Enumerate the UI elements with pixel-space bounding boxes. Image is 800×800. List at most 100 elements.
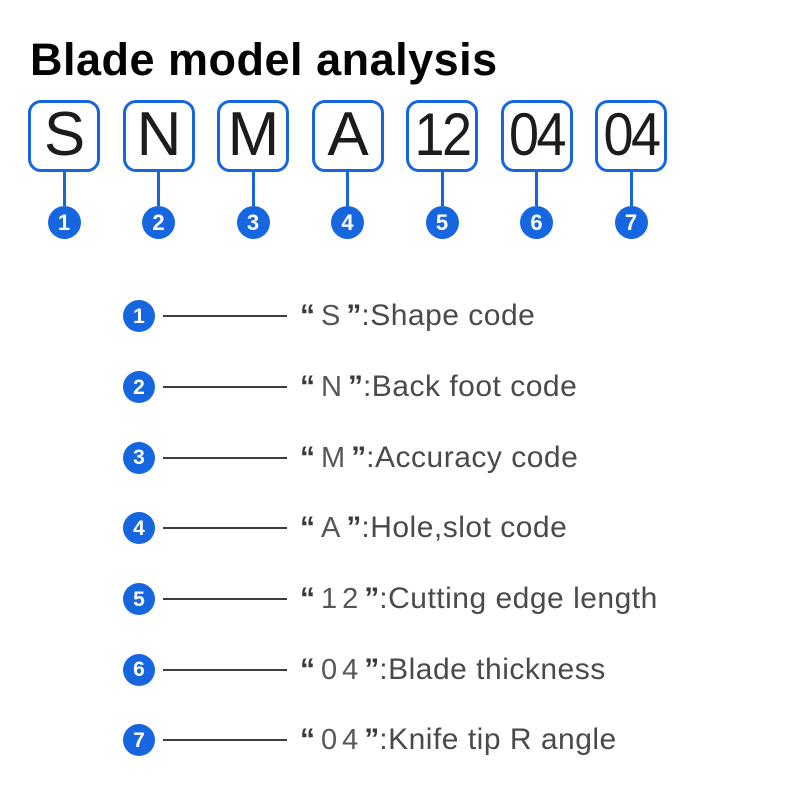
connector-line-1 [62, 172, 66, 206]
close-quote: ” [347, 370, 363, 404]
colon: : [379, 582, 389, 616]
open-quote: “ [300, 582, 315, 616]
segment-2: N 2 [122, 100, 195, 239]
open-quote: “ [300, 440, 315, 474]
legend-row-6: 6 “04”:Blade thickness [123, 634, 658, 705]
number-badge-5: 5 [425, 206, 459, 239]
open-quote: “ [300, 511, 315, 545]
badge-number: 7 [133, 728, 145, 752]
open-quote: “ [300, 370, 315, 404]
badge-number: 6 [530, 209, 543, 235]
code-char-7: 04 [603, 101, 661, 169]
legend-row-2: 2 “N”:Back foot code [123, 352, 658, 423]
code-box-7: 04 [595, 100, 667, 172]
legend-description-1: Shape code [370, 299, 536, 333]
code-box-4: A [311, 100, 384, 172]
badge-number: 1 [133, 304, 145, 328]
legend-text-5: “12”:Cutting edge length [300, 584, 658, 614]
connector-line-6 [535, 172, 538, 206]
connector-line-7 [629, 172, 633, 206]
legend: 1 “S”:Shape code 2 “N”:Back foot code 3 … [123, 281, 658, 776]
legend-badge-1: 1 [123, 300, 155, 333]
leader-line-1 [163, 315, 287, 318]
page-title: Blade model analysis [30, 34, 498, 85]
legend-text-2: “N”:Back foot code [300, 372, 577, 402]
code-char-6: 04 [508, 101, 567, 169]
legend-code-6: 04 [321, 653, 364, 686]
legend-badge-7: 7 [123, 724, 155, 757]
connector-line-2 [157, 172, 160, 206]
legend-row-3: 3 “M”:Accuracy code [123, 422, 658, 493]
legend-badge-2: 2 [123, 371, 155, 404]
legend-text-6: “04”:Blade thickness [300, 652, 606, 686]
number-badge-1: 1 [47, 206, 81, 239]
legend-row-4: 4 “A”:Hole,slot code [123, 493, 658, 564]
number-badge-2: 2 [142, 206, 175, 239]
segment-6: 04 6 [500, 100, 573, 239]
legend-code-5: 12 [321, 583, 364, 616]
close-quote: ” [364, 652, 380, 686]
leader-line-3 [163, 456, 287, 459]
close-quote: ” [346, 299, 362, 333]
open-quote: “ [300, 652, 315, 686]
badge-number: 6 [133, 658, 145, 682]
number-badge-7: 7 [614, 206, 648, 239]
badge-number: 4 [341, 209, 354, 235]
close-quote: ” [364, 582, 380, 616]
legend-code-7: 04 [321, 724, 364, 757]
colon: : [379, 723, 389, 757]
number-badge-6: 6 [520, 206, 553, 239]
leader-line-4 [163, 527, 287, 530]
connector-line-5 [440, 172, 444, 206]
close-quote: ” [351, 440, 367, 474]
legend-row-1: 1 “S”:Shape code [123, 281, 658, 352]
colon: : [362, 370, 372, 404]
badge-number: 2 [152, 209, 165, 235]
segment-7: 04 7 [595, 100, 667, 239]
colon: : [361, 511, 371, 545]
badge-number: 5 [435, 209, 449, 235]
legend-description-7: Knife tip R angle [388, 723, 617, 757]
code-box-3: M [217, 100, 289, 172]
colon: : [379, 652, 389, 686]
number-badge-3: 3 [236, 206, 270, 239]
code-char-2: N [136, 100, 182, 169]
model-code-row: S 1 N 2 M 3 A [28, 100, 667, 239]
leader-line-7 [163, 739, 287, 742]
segment-1: S 1 [28, 100, 100, 239]
code-box-5: 12 [406, 100, 478, 172]
badge-number: 5 [133, 587, 145, 611]
code-box-6: 04 [500, 100, 573, 172]
legend-description-6: Blade thickness [388, 652, 606, 686]
segment-4: A 4 [311, 100, 384, 239]
leader-line-5 [163, 598, 287, 601]
close-quote: ” [346, 511, 362, 545]
code-char-4: A [327, 100, 368, 169]
badge-number: 1 [57, 209, 71, 235]
leader-line-6 [163, 668, 287, 671]
leader-line-2 [163, 386, 287, 389]
badge-number: 4 [133, 516, 145, 540]
badge-number: 2 [133, 375, 145, 399]
close-quote: ” [364, 723, 380, 757]
legend-description-2: Back foot code [371, 370, 578, 404]
legend-badge-4: 4 [123, 512, 155, 545]
legend-row-7: 7 “04”:Knife tip R angle [123, 705, 658, 776]
legend-text-4: “A”:Hole,slot code [300, 513, 567, 543]
connector-line-4 [346, 172, 349, 206]
colon: : [361, 299, 371, 333]
legend-code-4: A [321, 512, 346, 545]
open-quote: “ [300, 723, 315, 757]
legend-text-7: “04”:Knife tip R angle [300, 725, 617, 755]
legend-code-1: S [321, 300, 346, 333]
legend-code-3: M [321, 441, 351, 474]
open-quote: “ [300, 299, 315, 333]
code-char-5: 12 [414, 101, 472, 169]
legend-description-4: Hole,slot code [370, 511, 568, 545]
connector-line-3 [251, 172, 255, 206]
colon: : [366, 440, 376, 474]
legend-badge-5: 5 [123, 583, 155, 616]
legend-description-3: Accuracy code [375, 440, 579, 474]
badge-number: 3 [133, 446, 145, 470]
